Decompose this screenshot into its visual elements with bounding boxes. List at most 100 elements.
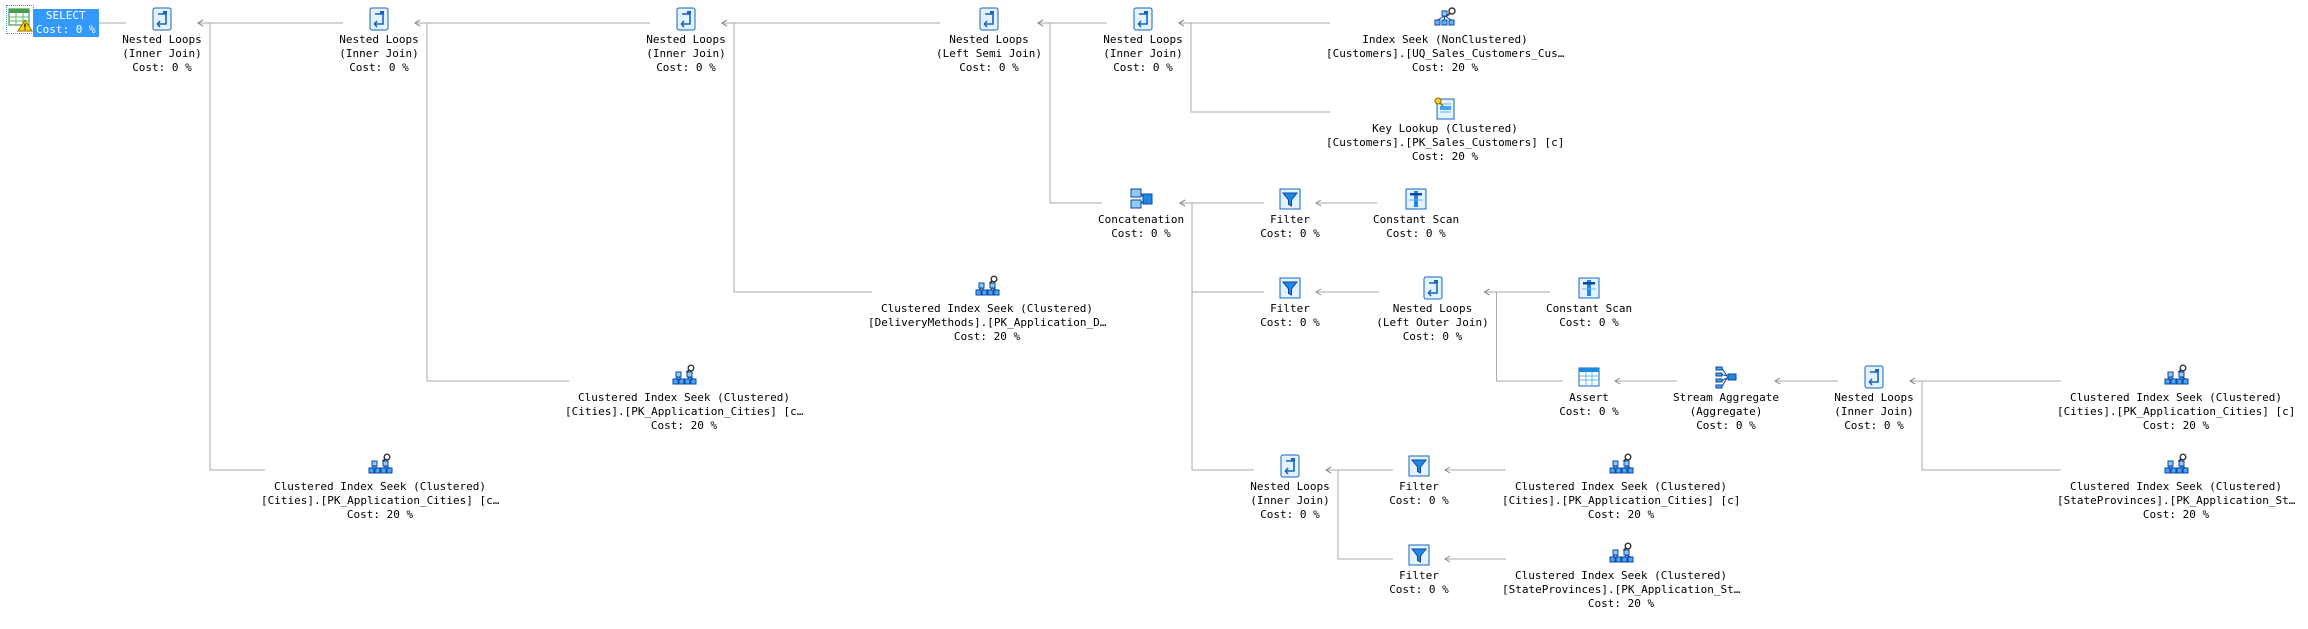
clustered-index-seek-icon [565, 364, 803, 390]
plan-node-keylookup[interactable]: Key Lookup (Clustered)[Customers].[PK_Sa… [1326, 95, 1564, 164]
plan-edge-arrow [414, 19, 421, 27]
plan-node-nl6[interactable]: Nested Loops(Left Outer Join)Cost: 0 % [1376, 275, 1489, 344]
node-operator-detail: (Inner Join) [339, 47, 419, 60]
clustered-index-seek-icon [868, 275, 1106, 301]
node-operator-name: Clustered Index Seek (Clustered) [2070, 391, 2282, 404]
plan-edge-arrow [1037, 19, 1044, 27]
plan-edge-arrow [1315, 199, 1322, 207]
node-cost: Cost: 0 % [1260, 316, 1320, 329]
plan-edge-concat-nl8 [1180, 202, 1254, 471]
node-operator-detail: (Aggregate) [1689, 405, 1763, 418]
node-operator-detail: [Cities].[PK_Application_Cities] [c… [261, 494, 500, 507]
plan-node-cis_cities3[interactable]: Clustered Index Seek (Clustered)[Cities]… [261, 453, 499, 522]
plan-node-cis_cities2[interactable]: Clustered Index Seek (Clustered)[Cities]… [2057, 364, 2295, 433]
node-cost: Cost: 20 % [1411, 150, 1479, 163]
node-cost: Cost: 0 % [1260, 227, 1320, 240]
node-operator-name: Clustered Index Seek (Clustered) [2070, 480, 2282, 493]
node-operator-name: Nested Loops [1250, 480, 1330, 493]
plan-node-cis_state1[interactable]: Clustered Index Seek (Clustered)[StatePr… [2057, 453, 2295, 522]
plan-node-nl8[interactable]: Nested Loops(Inner Join)Cost: 0 % [1250, 453, 1330, 522]
node-cost: Cost: 0 % [36, 23, 96, 36]
node-operator-name: Nested Loops [1392, 302, 1473, 315]
clustered-index-seek-icon [261, 453, 499, 479]
plan-edge-arrow [1444, 555, 1451, 563]
node-operator-name: Nested Loops [1834, 391, 1914, 404]
node-cost: Cost: 0 % [1559, 405, 1619, 418]
filter-icon [1260, 275, 1320, 301]
node-operator-name: Stream Aggregate [1673, 391, 1779, 404]
plan-edge-arrow [1178, 19, 1185, 27]
plan-edge-concat-filter2 [1180, 202, 1264, 293]
constant-scan-icon [1546, 275, 1632, 301]
plan-edge-arrow [1614, 377, 1621, 385]
node-operator-name: Filter [1270, 213, 1310, 226]
filter-icon [1389, 453, 1449, 479]
plan-node-cis_delivery[interactable]: Clustered Index Seek (Clustered)[Deliver… [868, 275, 1106, 344]
node-cost: Cost: 0 % [1389, 583, 1449, 596]
plan-node-cis_state2[interactable]: Clustered Index Seek (Clustered)[StatePr… [1502, 542, 1740, 611]
node-cost: Cost: 0 % [1386, 227, 1446, 240]
node-operator-name: Nested Loops [122, 33, 202, 46]
node-operator-name: Key Lookup (Clustered) [1372, 122, 1518, 135]
nested-loops-icon [122, 6, 202, 32]
node-operator-detail: [DeliveryMethods].[PK_Application_D… [868, 316, 1107, 329]
node-cost: Cost: 20 % [1587, 508, 1655, 521]
node-operator-name: Index Seek (NonClustered) [1362, 33, 1528, 46]
node-cost: Cost: 20 % [1411, 61, 1479, 74]
plan-node-nl3[interactable]: Nested Loops(Inner Join)Cost: 0 % [646, 6, 726, 75]
node-operator-detail: (Inner Join) [122, 47, 202, 60]
node-operator-name: Constant Scan [1373, 213, 1460, 226]
node-operator-name: Clustered Index Seek (Clustered) [1515, 569, 1727, 582]
node-operator-name: Clustered Index Seek (Clustered) [274, 480, 486, 493]
node-operator-name: Nested Loops [949, 33, 1029, 46]
node-cost: Cost: 0 % [1111, 227, 1171, 240]
plan-node-nl5[interactable]: Nested Loops(Inner Join)Cost: 0 % [1103, 6, 1183, 75]
plan-node-streamagg[interactable]: Stream Aggregate(Aggregate)Cost: 0 % [1673, 364, 1779, 433]
node-operator-detail: [Cities].[PK_Application_Cities] [c] [2057, 405, 2296, 418]
plan-edge-arrow [1483, 288, 1490, 296]
plan-node-nl7[interactable]: Nested Loops(Inner Join)Cost: 0 % [1834, 364, 1914, 433]
clustered-index-seek-icon [2057, 364, 2295, 390]
nested-loops-icon [646, 6, 726, 32]
node-cost: Cost: 20 % [346, 508, 414, 521]
plan-node-nl2[interactable]: Nested Loops(Inner Join)Cost: 0 % [339, 6, 419, 75]
node-operator-detail: [Cities].[PK_Application_Cities] [c] [1502, 494, 1741, 507]
constant-scan-icon [1373, 186, 1459, 212]
node-cost: Cost: 0 % [1844, 419, 1904, 432]
node-operator-detail: [Customers].[PK_Sales_Customers] [c] [1326, 136, 1565, 149]
concatenation-icon [1098, 186, 1184, 212]
node-operator-name: Nested Loops [646, 33, 726, 46]
node-operator-name: Concatenation [1098, 213, 1185, 226]
key-lookup-icon [1326, 95, 1564, 121]
plan-edge-nl2-cis_cities1 [415, 22, 569, 382]
node-operator-name: Clustered Index Seek (Clustered) [578, 391, 790, 404]
clustered-index-seek-icon [2057, 453, 2295, 479]
plan-edge-arrow [1444, 466, 1451, 474]
node-cost: Cost: 0 % [1389, 494, 1449, 507]
node-operator-name: SELECT [45, 9, 86, 22]
plan-edge-nl8-filter4 [1326, 469, 1393, 560]
plan-node-nl1[interactable]: Nested Loops(Inner Join)Cost: 0 % [122, 6, 202, 75]
plan-node-cis_cities1[interactable]: Clustered Index Seek (Clustered)[Cities]… [565, 364, 803, 433]
nested-loops-icon [1103, 6, 1183, 32]
node-cost: Cost: 0 % [349, 61, 409, 74]
stream-aggregate-icon [1673, 364, 1779, 390]
node-cost: Cost: 0 % [1260, 508, 1320, 521]
plan-node-nl4[interactable]: Nested Loops(Left Semi Join)Cost: 0 % [936, 6, 1042, 75]
plan-node-idxseek[interactable]: Index Seek (NonClustered)[Customers].[UQ… [1326, 6, 1564, 75]
node-operator-name: Filter [1399, 569, 1439, 582]
plan-node-cis_cities4[interactable]: Clustered Index Seek (Clustered)[Cities]… [1502, 453, 1740, 522]
node-cost: Cost: 20 % [1587, 597, 1655, 610]
plan-edge-nl1-cis_cities3 [198, 22, 265, 471]
